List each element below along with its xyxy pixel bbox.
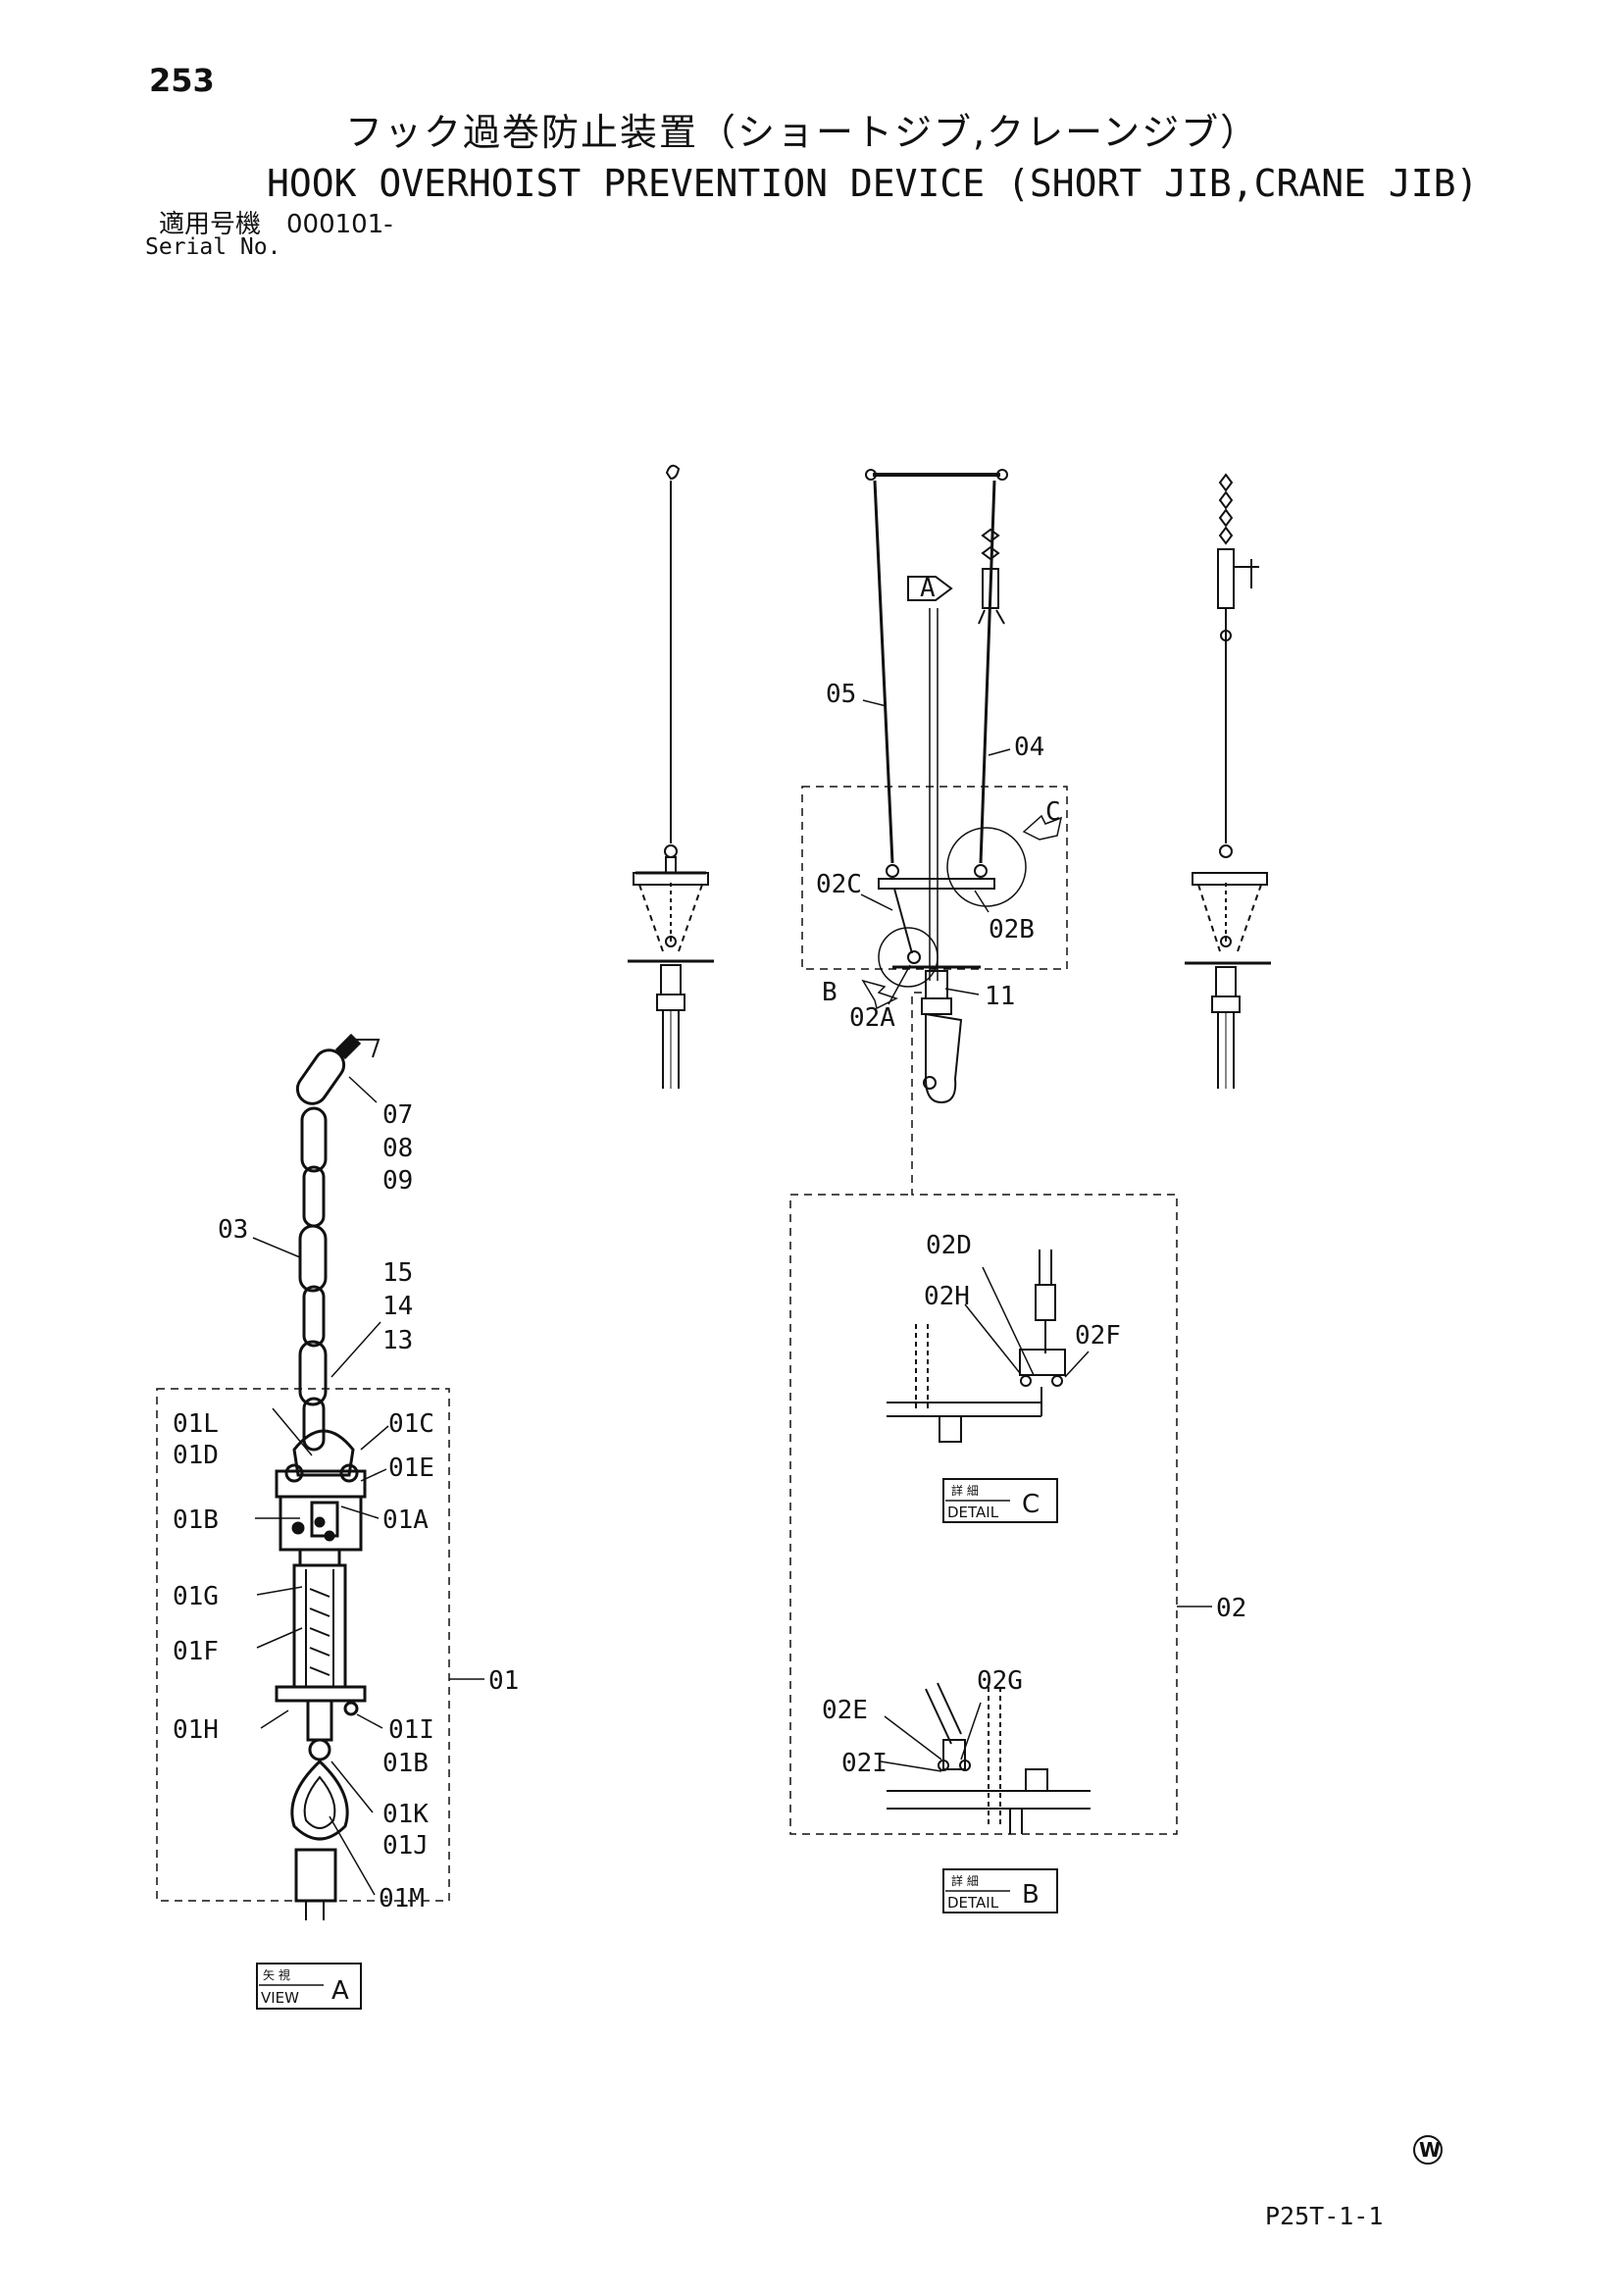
label-02H: 02H (924, 1282, 970, 1311)
label-02D: 02D (926, 1231, 972, 1260)
label-01I: 01I (388, 1715, 434, 1745)
label-01B: 01B (173, 1505, 219, 1535)
arrow-a-label: A (920, 574, 936, 603)
title-english: HOOK OVERHOIST PREVENTION DEVICE (SHORT … (267, 162, 1479, 205)
label-14: 14 (382, 1292, 413, 1321)
leader-lines (252, 699, 1212, 1896)
label-13: 13 (382, 1326, 413, 1355)
detail-c-label-box: 詳 細 DETAIL C (942, 1478, 1058, 1523)
label-02G: 02G (977, 1666, 1023, 1696)
label-04: 04 (1014, 733, 1044, 762)
detail-c-en: DETAIL (947, 1504, 999, 1521)
label-01: 01 (488, 1666, 519, 1696)
callout-b-label: B (822, 978, 837, 1007)
detail-c-letter: C (1022, 1490, 1040, 1519)
label-02F: 02F (1075, 1321, 1121, 1351)
left-side-view (628, 464, 714, 1089)
w-mark-letter: W (1419, 2138, 1441, 2162)
serial-number-label: Serial No. (145, 234, 281, 260)
label-11: 11 (985, 982, 1015, 1011)
title-japanese: フック過巻防止装置（ショートジブ,クレーンジブ） (345, 111, 1260, 154)
label-07: 07 (382, 1100, 413, 1130)
label-01K: 01K (382, 1800, 429, 1829)
view-a-label-box: 矢 視 VIEW A (256, 1963, 362, 2010)
view-a-en: VIEW (261, 1989, 299, 2007)
detail-b-jp: 詳 細 (951, 1873, 979, 1888)
label-03: 03 (218, 1215, 248, 1245)
right-side-view (1185, 473, 1271, 1089)
label-01C: 01C (388, 1409, 434, 1439)
label-01J: 01J (382, 1831, 429, 1861)
label-01G: 01G (173, 1582, 219, 1611)
detail-b-label-box: 詳 細 DETAIL B (942, 1868, 1058, 1913)
serial-number-japanese: 適用号機 000101- (159, 210, 393, 239)
label-01D: 01D (173, 1441, 219, 1470)
label-02: 02 (1216, 1594, 1246, 1623)
label-01F: 01F (173, 1637, 219, 1666)
page-number: 253 (149, 62, 215, 99)
label-09: 09 (382, 1166, 413, 1196)
page-code: P25T-1-1 (1265, 2202, 1384, 2230)
callout-c-label: C (1045, 797, 1061, 827)
label-01M: 01M (379, 1884, 425, 1913)
detail-c-jp: 詳 細 (951, 1483, 979, 1498)
label-08: 08 (382, 1134, 413, 1163)
view-a-letter: A (331, 1976, 349, 2006)
view-a-assembly (156, 1033, 450, 1920)
view-a-jp: 矢 視 (263, 1967, 290, 1982)
detail-c-drawing (887, 1250, 1066, 1443)
label-01B-lower: 01B (382, 1749, 429, 1778)
label-02A: 02A (849, 1003, 895, 1033)
detail-b-letter: B (1022, 1880, 1040, 1910)
label-02B: 02B (989, 915, 1035, 944)
label-02I: 02I (841, 1749, 888, 1778)
label-01L: 01L (173, 1409, 219, 1439)
label-05: 05 (826, 680, 856, 709)
label-01A: 01A (382, 1505, 429, 1535)
detail-b-drawing (887, 1682, 1091, 1834)
label-15: 15 (382, 1258, 413, 1288)
w-mark: W (1413, 2135, 1443, 2165)
label-01E: 01E (388, 1454, 434, 1483)
label-01H: 01H (173, 1715, 219, 1745)
label-02E: 02E (822, 1696, 868, 1725)
detail-b-en: DETAIL (947, 1894, 999, 1912)
center-front-view (789, 469, 1178, 1835)
label-02C: 02C (816, 870, 862, 899)
part-labels: 07 08 09 03 15 14 13 01L 01D 01C 01E 01B… (173, 574, 1246, 1913)
